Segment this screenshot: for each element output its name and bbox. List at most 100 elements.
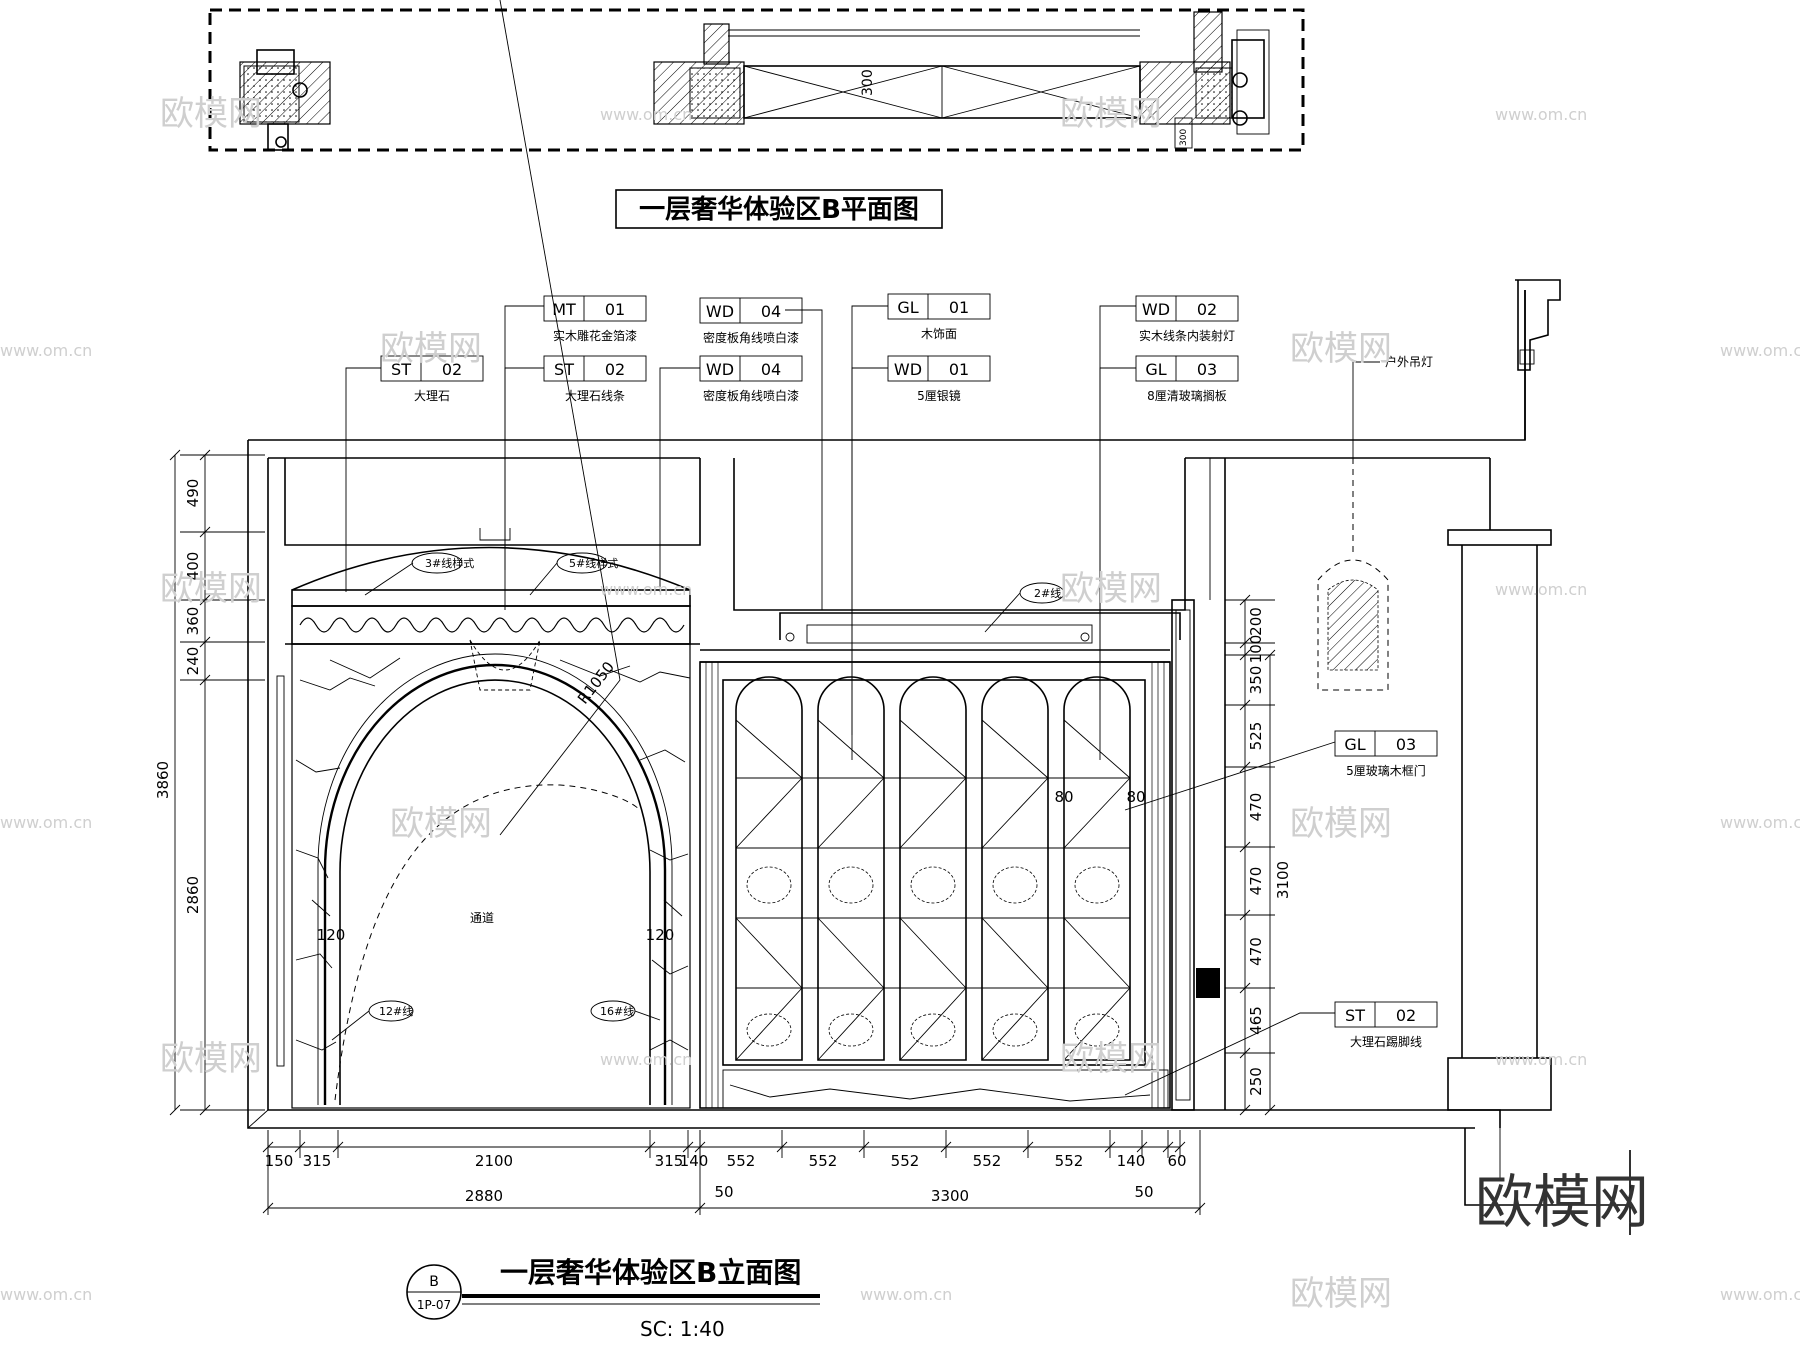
dim-left-total: 3860 [154, 761, 172, 799]
watermark-url: www.om.cn [600, 1050, 692, 1069]
elevation-title: 一层奢华体验区B立面图 [500, 1256, 801, 1289]
dim-right: 470 [1247, 793, 1265, 822]
watermark-text: 欧模网 [160, 569, 262, 609]
watermark-text: 欧模网 [1060, 1039, 1162, 1079]
watermark-url: www.om.cn [1720, 1285, 1800, 1304]
plan-dim: 300 [860, 69, 876, 96]
dim-right: 250 [1247, 1067, 1265, 1096]
watermark-text: 欧模网 [1290, 329, 1392, 369]
watermark-url: www.om.cn [600, 580, 692, 599]
display-cabinet [699, 599, 1220, 1111]
dim-right: 200 [1247, 607, 1265, 636]
watermark-url: www.om.cn [1720, 341, 1800, 360]
dim-misc: 80 [1054, 788, 1073, 806]
watermark-url: www.om.cn [1720, 813, 1800, 832]
dim-bottom: 315 [655, 1152, 684, 1170]
watermarks: 欧模网 欧模网 www.om.cn www.om.cn 欧模网 欧模网 www.… [0, 94, 1800, 1314]
material-description: 5厘玻璃木框门 [1346, 763, 1426, 778]
material-tag: WD 04 密度板角线喷白漆 [699, 355, 803, 403]
material-description: 密度板角线喷白漆 [703, 330, 799, 345]
material-description: 木饰面 [921, 327, 957, 341]
ref-bubble-bottom: 1P-07 [417, 1298, 451, 1312]
dim-misc: 80 [1126, 788, 1145, 806]
dim-bottom-total: 3300 [931, 1187, 969, 1205]
watermark-url: www.om.cn [0, 1285, 92, 1304]
dim-misc: 120 [646, 926, 675, 944]
scale-label: SC: 1:40 [640, 1317, 725, 1341]
watermark-text: 欧模网 [1290, 1274, 1392, 1314]
passage-label: 通道 [470, 911, 494, 925]
watermark-url: www.om.cn [1495, 580, 1587, 599]
dim-left: 2860 [184, 876, 202, 914]
dimensions: 3860490400360240286020010035052547047047… [154, 449, 1292, 1215]
material-number: 02 [1396, 1006, 1416, 1025]
material-description: 实木线条内装射灯 [1139, 328, 1235, 343]
material-description: 大理石踢脚线 [1350, 1034, 1422, 1049]
dim-right: 470 [1247, 867, 1265, 896]
line-tag-3: 3#线样式 [425, 556, 474, 570]
dim-bottom: 552 [1055, 1152, 1084, 1170]
material-code: WD [1142, 300, 1170, 319]
dim-right: 525 [1247, 722, 1265, 751]
line-tags: 3#线样式 5#线样式 2#线 12#线 16#线 [331, 552, 1065, 1041]
material-number: 03 [1396, 735, 1416, 754]
material-number: 02 [605, 360, 625, 379]
material-description: 大理石 [414, 389, 450, 403]
dim-right: 100 [1247, 635, 1265, 664]
pendant-lamp [1317, 458, 1389, 691]
dim-misc: 120 [317, 926, 346, 944]
dim-bottom: 150 [265, 1152, 294, 1170]
material-code: GL [1145, 360, 1166, 379]
line-tag-2: 2#线 [1034, 586, 1061, 600]
material-code: GL [897, 298, 918, 317]
watermark-url: www.om.cn [860, 1285, 952, 1304]
plan-title-frame [615, 189, 943, 229]
elevation-outline [247, 279, 1631, 1235]
line-tag-5: 5#线样式 [569, 556, 618, 570]
dim-bottom: 552 [809, 1152, 838, 1170]
watermark-logo: 欧模网 [1475, 1168, 1649, 1236]
watermark-text: 欧模网 [1060, 94, 1162, 134]
arch-radius: R1050 [574, 658, 618, 707]
material-description: 实木雕花金箔漆 [553, 328, 637, 343]
lamp-label: 户外吊灯 [1385, 354, 1433, 369]
dim-left: 400 [184, 552, 202, 581]
plan-dim-small: 300 [1179, 129, 1189, 146]
dim-bottom: 552 [973, 1152, 1002, 1170]
material-code: WD [706, 360, 734, 379]
material-description: 密度板角线喷白漆 [703, 388, 799, 403]
elevation-title-block: B 1P-07 一层奢华体验区B立面图 SC: 1:40 [406, 1256, 820, 1341]
dim-right: 470 [1247, 937, 1265, 966]
watermark-url: www.om.cn [0, 813, 92, 832]
dim-left: 360 [184, 607, 202, 636]
material-number: 04 [761, 360, 781, 379]
dim-bottom-small: 50 [714, 1183, 733, 1201]
watermark-text: 欧模网 [380, 329, 482, 369]
ref-bubble-top: B [429, 1274, 439, 1290]
dim-bottom: 60 [1167, 1152, 1186, 1170]
material-code: ST [1345, 1006, 1365, 1025]
watermark-text: 欧模网 [390, 804, 492, 844]
dim-right-total: 3100 [1274, 861, 1292, 899]
dim-right: 350 [1247, 666, 1265, 695]
line-tag-16: 16#线 [600, 1004, 634, 1018]
watermark-text: 欧模网 [1290, 804, 1392, 844]
watermark-url: www.om.cn [1495, 1050, 1587, 1069]
material-code: WD [894, 360, 922, 379]
material-number: 01 [605, 300, 625, 319]
material-number: 01 [949, 298, 969, 317]
watermark-text: 欧模网 [1060, 569, 1162, 609]
dim-bottom: 2100 [475, 1152, 513, 1170]
material-number: 04 [761, 302, 781, 321]
dim-bottom-total: 2880 [465, 1187, 503, 1205]
plan-title: 一层奢华体验区B平面图 [639, 194, 919, 225]
material-number: 02 [442, 360, 462, 379]
